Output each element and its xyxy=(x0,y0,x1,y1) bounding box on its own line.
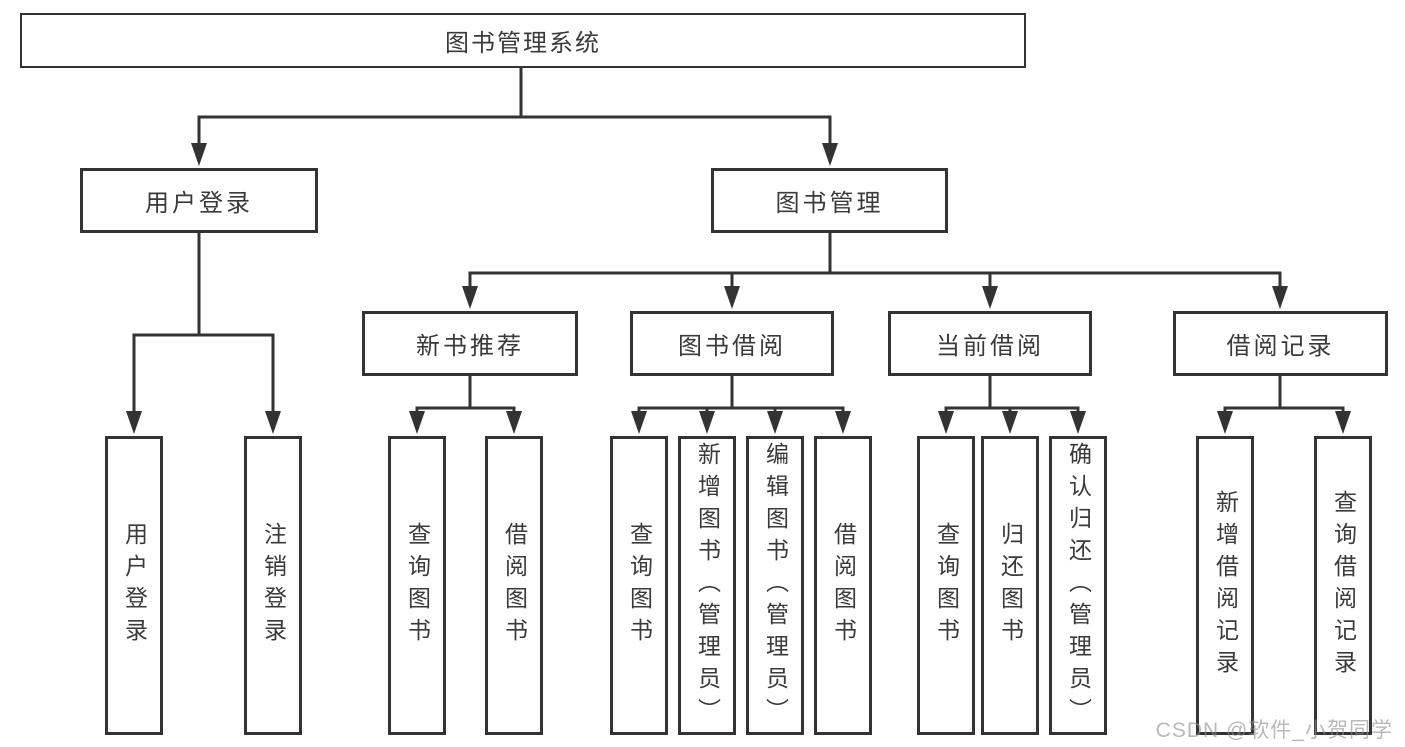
arrow-down xyxy=(191,143,207,166)
arrow-down xyxy=(506,411,522,434)
arrow-down xyxy=(462,286,478,309)
arrow-down xyxy=(1070,411,1086,434)
node-borrowing-records: 借阅记录 xyxy=(1173,311,1388,376)
leaf-label: 确认归还（管理员） xyxy=(1065,441,1092,730)
node-label: 图书借阅 xyxy=(678,333,786,360)
node-new-book-recommendation: 新书推荐 xyxy=(362,311,578,376)
leaf-query-books-current: 查询图书 xyxy=(917,436,975,735)
arrow-down xyxy=(1217,411,1233,434)
leaf-return-books: 归还图书 xyxy=(981,436,1039,735)
leaf-label: 新增借阅记录 xyxy=(1212,489,1239,682)
arrow-down xyxy=(1002,411,1018,434)
node-book-management: 图书管理 xyxy=(711,168,948,233)
leaf-borrow-books-recommend: 借阅图书 xyxy=(485,436,543,735)
leaf-edit-books-admin: 编辑图书（管理员） xyxy=(746,436,804,735)
node-label: 新书推荐 xyxy=(416,333,524,360)
node-label: 借阅记录 xyxy=(1226,333,1335,360)
arrow-down xyxy=(835,411,851,434)
leaf-query-books-borrow: 查询图书 xyxy=(610,436,668,735)
leaf-label: 借阅图书 xyxy=(501,521,528,650)
arrow-down xyxy=(982,286,998,309)
leaf-logout: 注销登录 xyxy=(244,436,302,735)
arrow-down xyxy=(126,411,142,434)
leaf-label: 查询借阅记录 xyxy=(1330,489,1357,682)
node-label: 用户登录 xyxy=(145,190,253,217)
node-label: 当前借阅 xyxy=(936,333,1044,360)
leaf-add-books-admin: 新增图书（管理员） xyxy=(678,436,736,735)
root-node: 图书管理系统 xyxy=(20,13,1026,68)
arrow-down xyxy=(1272,286,1288,309)
leaf-label: 编辑图书（管理员） xyxy=(762,441,789,730)
arrow-down xyxy=(938,411,954,434)
arrow-down xyxy=(409,411,425,434)
arrow-down xyxy=(822,143,838,166)
node-user-login: 用户登录 xyxy=(80,168,318,233)
leaf-label: 查询图书 xyxy=(933,521,960,650)
arrow-down xyxy=(699,411,715,434)
watermark: CSDN @软件_小贺同学 xyxy=(1155,719,1393,742)
node-book-borrowing: 图书借阅 xyxy=(630,311,834,376)
leaf-label: 新增图书（管理员） xyxy=(694,441,721,730)
leaf-label: 用户登录 xyxy=(121,521,148,650)
leaf-borrow-books: 借阅图书 xyxy=(814,436,872,735)
leaf-add-borrow-record: 新增借阅记录 xyxy=(1196,436,1254,735)
leaf-label: 注销登录 xyxy=(260,521,287,650)
arrow-down xyxy=(767,411,783,434)
node-label: 图书管理 xyxy=(775,190,884,217)
arrow-down xyxy=(724,286,740,309)
root-node-label: 图书管理系统 xyxy=(445,30,601,57)
arrow-down xyxy=(631,411,647,434)
arrow-down xyxy=(1335,411,1351,434)
node-current-borrowing: 当前借阅 xyxy=(888,311,1092,376)
leaf-query-books-recommend: 查询图书 xyxy=(388,436,446,735)
leaf-label: 查询图书 xyxy=(404,521,431,650)
leaf-label: 借阅图书 xyxy=(830,521,857,650)
leaf-user-login: 用户登录 xyxy=(105,436,163,735)
leaf-confirm-return-admin: 确认归还（管理员） xyxy=(1049,436,1107,735)
arrow-down xyxy=(265,411,281,434)
leaf-label: 查询图书 xyxy=(626,521,653,650)
leaf-label: 归还图书 xyxy=(997,521,1024,650)
leaf-query-borrow-record: 查询借阅记录 xyxy=(1314,436,1372,735)
